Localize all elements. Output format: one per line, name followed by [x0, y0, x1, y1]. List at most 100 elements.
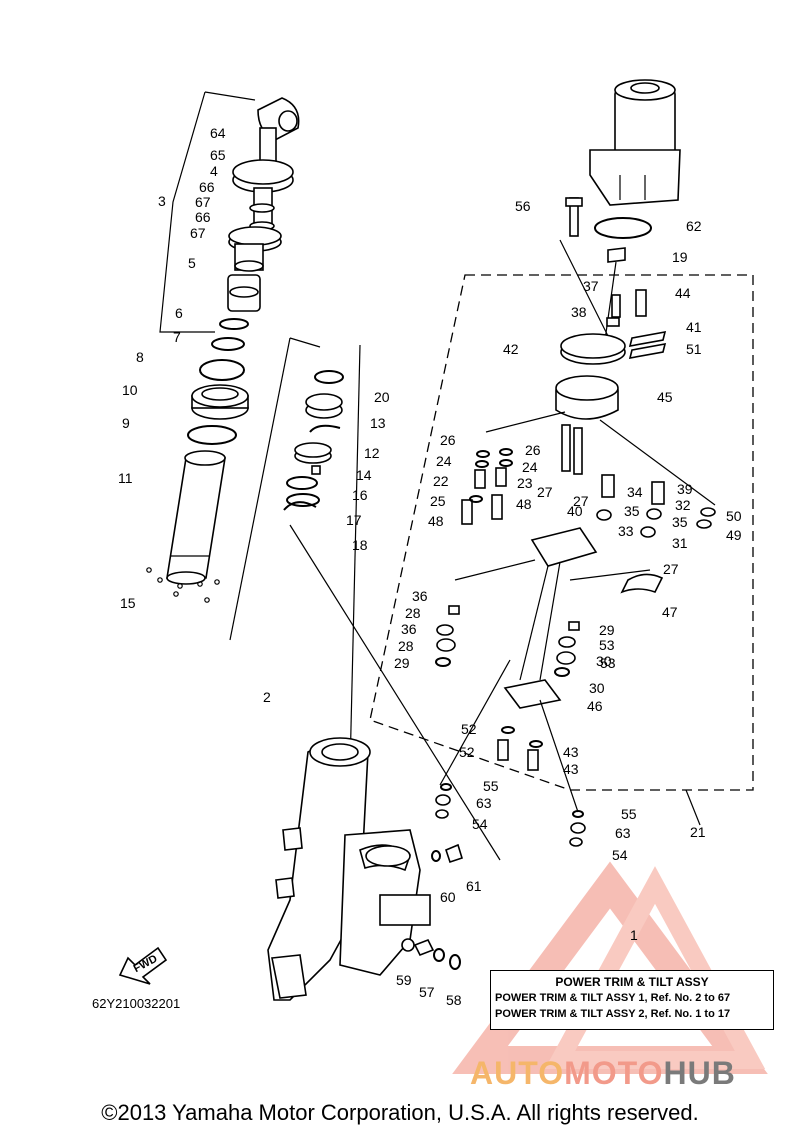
callout-label: 30 — [596, 653, 612, 669]
callout-label: 64 — [210, 125, 226, 141]
legend-box: POWER TRIM & TILT ASSY POWER TRIM & TILT… — [490, 970, 774, 1030]
callout-label: 57 — [419, 984, 435, 1000]
callout-label: 10 — [122, 382, 138, 398]
watermark-part-a: AUTO — [470, 1055, 565, 1091]
callout-label: 26 — [440, 432, 456, 448]
callout-label: 51 — [686, 341, 702, 357]
callout-label: 66 — [199, 179, 215, 195]
callout-label: 33 — [618, 523, 634, 539]
callout-label: 25 — [430, 493, 446, 509]
callout-label: 14 — [356, 467, 372, 483]
callout-label: 29 — [599, 622, 615, 638]
callout-label: 21 — [690, 824, 706, 840]
callout-label: 24 — [522, 459, 538, 475]
callout-label: 53 — [599, 637, 615, 653]
callout-label: 24 — [436, 453, 452, 469]
callout-label: 48 — [428, 513, 444, 529]
callout-label: 8 — [136, 349, 144, 365]
callout-label: 12 — [364, 445, 380, 461]
callout-label: 34 — [627, 484, 643, 500]
callout-label: 42 — [503, 341, 519, 357]
callout-label: 32 — [675, 497, 691, 513]
legend-title: POWER TRIM & TILT ASSY — [555, 975, 709, 989]
legend-row: POWER TRIM & TILT ASSY 2, Ref. No. 1 to … — [495, 1008, 731, 1020]
callout-label: 55 — [621, 806, 637, 822]
callout-label: 23 — [517, 475, 533, 491]
callout-label: 13 — [370, 415, 386, 431]
callout-label: 5 — [188, 255, 196, 271]
callout-label: 4 — [210, 163, 218, 179]
callout-labels: 6465466673666756781091115201312141617182… — [118, 125, 742, 1008]
callout-label: 16 — [352, 487, 368, 503]
callout-label: 40 — [567, 503, 583, 519]
callout-label: 43 — [563, 744, 579, 760]
callout-label: 27 — [663, 561, 679, 577]
callout-label: 63 — [615, 825, 631, 841]
callout-label: 47 — [662, 604, 678, 620]
callout-label: 22 — [433, 473, 449, 489]
callout-label: 59 — [396, 972, 412, 988]
callout-label: 31 — [672, 535, 688, 551]
watermark-part-b: MOTO — [564, 1055, 664, 1091]
callout-label: 2 — [263, 689, 271, 705]
callout-label: 38 — [571, 304, 587, 320]
callout-label: 20 — [374, 389, 390, 405]
callout-label: 6 — [175, 305, 183, 321]
callout-label: 45 — [657, 389, 673, 405]
callout-label: 35 — [672, 514, 688, 530]
callout-label: 61 — [466, 878, 482, 894]
callout-label: 54 — [472, 816, 488, 832]
callout-label: 54 — [612, 847, 628, 863]
callout-label: 41 — [686, 319, 702, 335]
callout-label: 30 — [589, 680, 605, 696]
callout-label: 28 — [405, 605, 421, 621]
motor-assembly — [565, 79, 681, 263]
callout-label: 67 — [195, 194, 211, 210]
callout-label: 66 — [195, 209, 211, 225]
callout-label: 27 — [537, 484, 553, 500]
callout-label: 53 — [600, 655, 616, 671]
fwd-arrow-icon — [118, 946, 168, 985]
callout-label: 37 — [583, 278, 599, 294]
callout-label: 29 — [394, 655, 410, 671]
callout-label: 18 — [352, 537, 368, 553]
callout-label: 19 — [672, 249, 688, 265]
callout-label: 44 — [675, 285, 691, 301]
callout-label: 67 — [190, 225, 206, 241]
callout-label: 17 — [346, 512, 362, 528]
callout-label: 7 — [173, 329, 181, 345]
watermark-text: AUTOMOTOHUB — [470, 1055, 736, 1092]
legend-row: POWER TRIM & TILT ASSY 1, Ref. No. 2 to … — [495, 992, 731, 1004]
trim-ram-parts — [229, 337, 344, 641]
callout-label: 3 — [158, 193, 166, 209]
callout-label: 35 — [624, 503, 640, 519]
callout-label: 28 — [398, 638, 414, 654]
callout-label: 52 — [461, 721, 477, 737]
callout-label: 15 — [120, 595, 136, 611]
callout-label: 11 — [118, 470, 133, 486]
callout-label: 49 — [726, 527, 742, 543]
callout-label: 36 — [412, 588, 428, 604]
callout-label: 56 — [515, 198, 531, 214]
callout-label: 43 — [563, 761, 579, 777]
callout-label: 62 — [686, 218, 702, 234]
callout-label: 63 — [476, 795, 492, 811]
copyright-notice: ©2013 Yamaha Motor Corporation, U.S.A. A… — [101, 1100, 699, 1125]
tilt-ram-assembly — [146, 91, 300, 603]
main-body — [267, 344, 501, 1001]
callout-label: 52 — [459, 744, 475, 760]
diagram-code: 62Y210032201 — [92, 996, 181, 1011]
callout-label: 60 — [440, 889, 456, 905]
callout-label: 27 — [573, 493, 589, 509]
callout-label: 50 — [726, 508, 742, 524]
valve-body-assembly — [369, 239, 754, 847]
callout-label: 65 — [210, 147, 226, 163]
callout-label: 26 — [525, 442, 541, 458]
callout-label: 48 — [516, 496, 532, 512]
callout-label: 1 — [630, 927, 638, 943]
callout-label: 58 — [446, 992, 462, 1008]
callout-label: 55 — [483, 778, 499, 794]
callout-label: 39 — [677, 481, 693, 497]
callout-label: 46 — [587, 698, 603, 714]
